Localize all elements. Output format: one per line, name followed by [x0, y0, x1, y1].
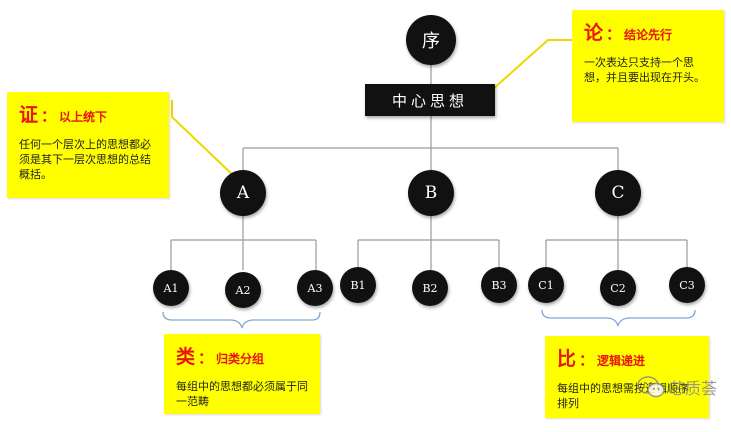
- node-label: B: [424, 183, 438, 203]
- root-label: 序: [422, 31, 440, 52]
- note-body: 每组中的思想都必须属于同一范畴: [176, 380, 308, 408]
- note-body: 任何一个层次上的思想都必须是其下一层次思想的总结概括。: [19, 138, 151, 181]
- group-bracket-a: [162, 311, 321, 329]
- note-subtitle: 以上统下: [59, 110, 108, 124]
- note-heading: 论 ： 结论先行: [584, 18, 712, 45]
- node-c2: C2: [600, 270, 636, 306]
- note-subtitle: 逻辑递进: [597, 354, 646, 368]
- central-idea-box: 中心思想: [365, 84, 495, 116]
- node-label: B1: [350, 278, 366, 292]
- node-a1: A1: [153, 270, 189, 306]
- tree-connectors: [170, 65, 688, 270]
- callout-lun: [483, 39, 572, 98]
- watermark-text: 芯质荟: [669, 379, 718, 398]
- wechat-icon: [637, 376, 665, 398]
- note-heading: 类 ： 归类分组: [176, 342, 308, 369]
- note-colon: ：: [579, 351, 595, 369]
- node-c: C: [595, 170, 641, 216]
- note-subtitle: 结论先行: [624, 28, 673, 42]
- note-key: 证: [19, 104, 39, 126]
- note-colon: ：: [41, 107, 57, 125]
- note-body: 一次表达只支持一个思想，并且要出现在开头。: [584, 56, 705, 84]
- node-a2: A2: [225, 272, 261, 308]
- note-key: 比: [557, 348, 577, 370]
- node-label: A: [236, 183, 250, 203]
- node-label: A2: [235, 283, 251, 297]
- note-subtitle: 归类分组: [216, 352, 265, 366]
- node-a: A: [220, 170, 266, 216]
- note-key: 类: [176, 346, 196, 368]
- note-zheng: 证 ： 以上统下 任何一个层次上的思想都必须是其下一层次思想的总结概括。: [7, 92, 169, 198]
- node-label: B3: [491, 278, 507, 292]
- node-c1: C1: [528, 267, 564, 303]
- node-label: C3: [679, 278, 695, 292]
- central-idea-label: 中心思想: [391, 91, 468, 110]
- note-heading: 证 ： 以上统下: [19, 100, 157, 127]
- node-label: C2: [610, 281, 626, 295]
- root-node: 序: [406, 15, 456, 65]
- note-key: 论: [584, 22, 604, 44]
- note-lun: 论 ： 结论先行 一次表达只支持一个思想，并且要出现在开头。: [572, 10, 724, 122]
- watermark: 芯质荟: [637, 375, 717, 399]
- note-colon: ：: [606, 25, 622, 43]
- node-label: A3: [307, 281, 323, 295]
- node-label: B2: [422, 281, 438, 295]
- note-lei: 类 ： 归类分组 每组中的思想都必须属于同一范畴: [164, 334, 320, 414]
- node-label: C: [611, 183, 625, 203]
- node-b1: B1: [340, 267, 376, 303]
- node-label: A1: [163, 281, 179, 295]
- group-bracket-c: [541, 309, 696, 327]
- callout-zheng: [171, 100, 237, 179]
- note-colon: ：: [198, 349, 214, 367]
- node-b2: B2: [412, 270, 448, 306]
- note-heading: 比 ： 逻辑递进: [557, 344, 697, 371]
- node-b3: B3: [481, 267, 517, 303]
- node-c3: C3: [669, 267, 705, 303]
- node-b: B: [408, 170, 454, 216]
- node-label: C1: [538, 278, 554, 292]
- node-a3: A3: [297, 270, 333, 306]
